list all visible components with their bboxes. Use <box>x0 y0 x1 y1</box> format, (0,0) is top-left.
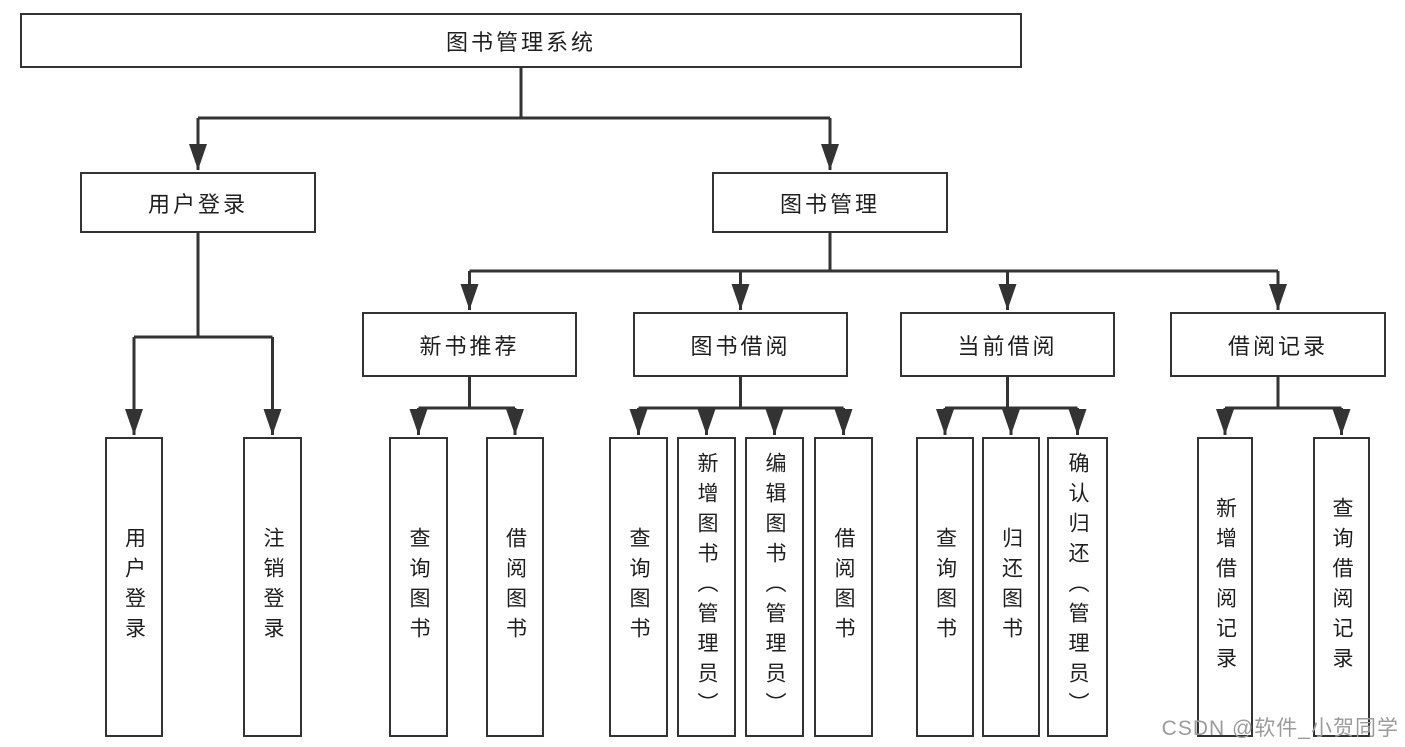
node-root: 图书管理系统 <box>20 13 1022 68</box>
leaf-add-borrow-record: 新增借阅记录 <box>1197 437 1253 737</box>
edge-book-management-to-children <box>460 233 1287 310</box>
leaf-query-books-current: 查询图书 <box>916 437 974 737</box>
leaf-borrow-books-borrowing: 借阅图书 <box>814 437 873 737</box>
node-current-borrowing: 当前借阅 <box>900 312 1115 377</box>
leaf-edit-books-admin-label: 编辑图书（管理员） <box>763 452 786 722</box>
leaf-logout-login: 注销登录 <box>243 437 302 737</box>
node-new-book-recommend: 新书推荐 <box>362 312 577 377</box>
leaf-user-login: 用户登录 <box>105 437 163 737</box>
leaf-confirm-return-admin-label: 确认归还（管理员） <box>1066 452 1089 722</box>
leaf-add-books-admin-label: 新增图书（管理员） <box>695 452 718 722</box>
edge-borrowing-records-to-children <box>1216 377 1351 435</box>
leaf-add-borrow-record-label: 新增借阅记录 <box>1213 497 1237 677</box>
leaf-borrow-books-recommend: 借阅图书 <box>486 437 544 737</box>
leaf-return-books: 归还图书 <box>982 437 1040 737</box>
edge-new-book-recommend-to-children <box>409 377 524 435</box>
edge-current-borrowing-to-children <box>936 377 1087 435</box>
leaf-add-books-admin: 新增图书（管理员） <box>677 437 736 737</box>
watermark: CSDN @软件_小贺同学 <box>1161 717 1399 740</box>
node-book-borrowing: 图书借阅 <box>633 312 848 377</box>
node-book-management: 图书管理 <box>712 172 948 233</box>
leaf-logout-login-label: 注销登录 <box>261 527 284 647</box>
leaf-borrow-books-recommend-label: 借阅图书 <box>503 527 527 647</box>
leaf-query-books-recommend-label: 查询图书 <box>407 527 430 647</box>
node-user-login: 用户登录 <box>80 172 316 233</box>
leaf-query-books-recommend: 查询图书 <box>389 437 448 737</box>
leaf-confirm-return-admin: 确认归还（管理员） <box>1047 437 1108 737</box>
edge-user-login-to-children <box>125 233 282 435</box>
edge-root-to-level2 <box>189 68 839 170</box>
edge-book-borrowing-to-children <box>629 377 853 435</box>
leaf-user-login-label: 用户登录 <box>122 527 146 647</box>
leaf-query-borrow-record: 查询借阅记录 <box>1313 437 1370 737</box>
leaf-query-books-current-label: 查询图书 <box>933 527 957 647</box>
leaf-return-books-label: 归还图书 <box>999 527 1023 647</box>
leaf-borrow-books-borrowing-label: 借阅图书 <box>832 527 855 647</box>
node-borrowing-records: 借阅记录 <box>1170 312 1386 377</box>
leaf-query-books-borrowing: 查询图书 <box>609 437 668 737</box>
leaf-query-books-borrowing-label: 查询图书 <box>627 527 650 647</box>
leaf-query-borrow-record-label: 查询借阅记录 <box>1330 497 1353 677</box>
leaf-edit-books-admin: 编辑图书（管理员） <box>745 437 804 737</box>
